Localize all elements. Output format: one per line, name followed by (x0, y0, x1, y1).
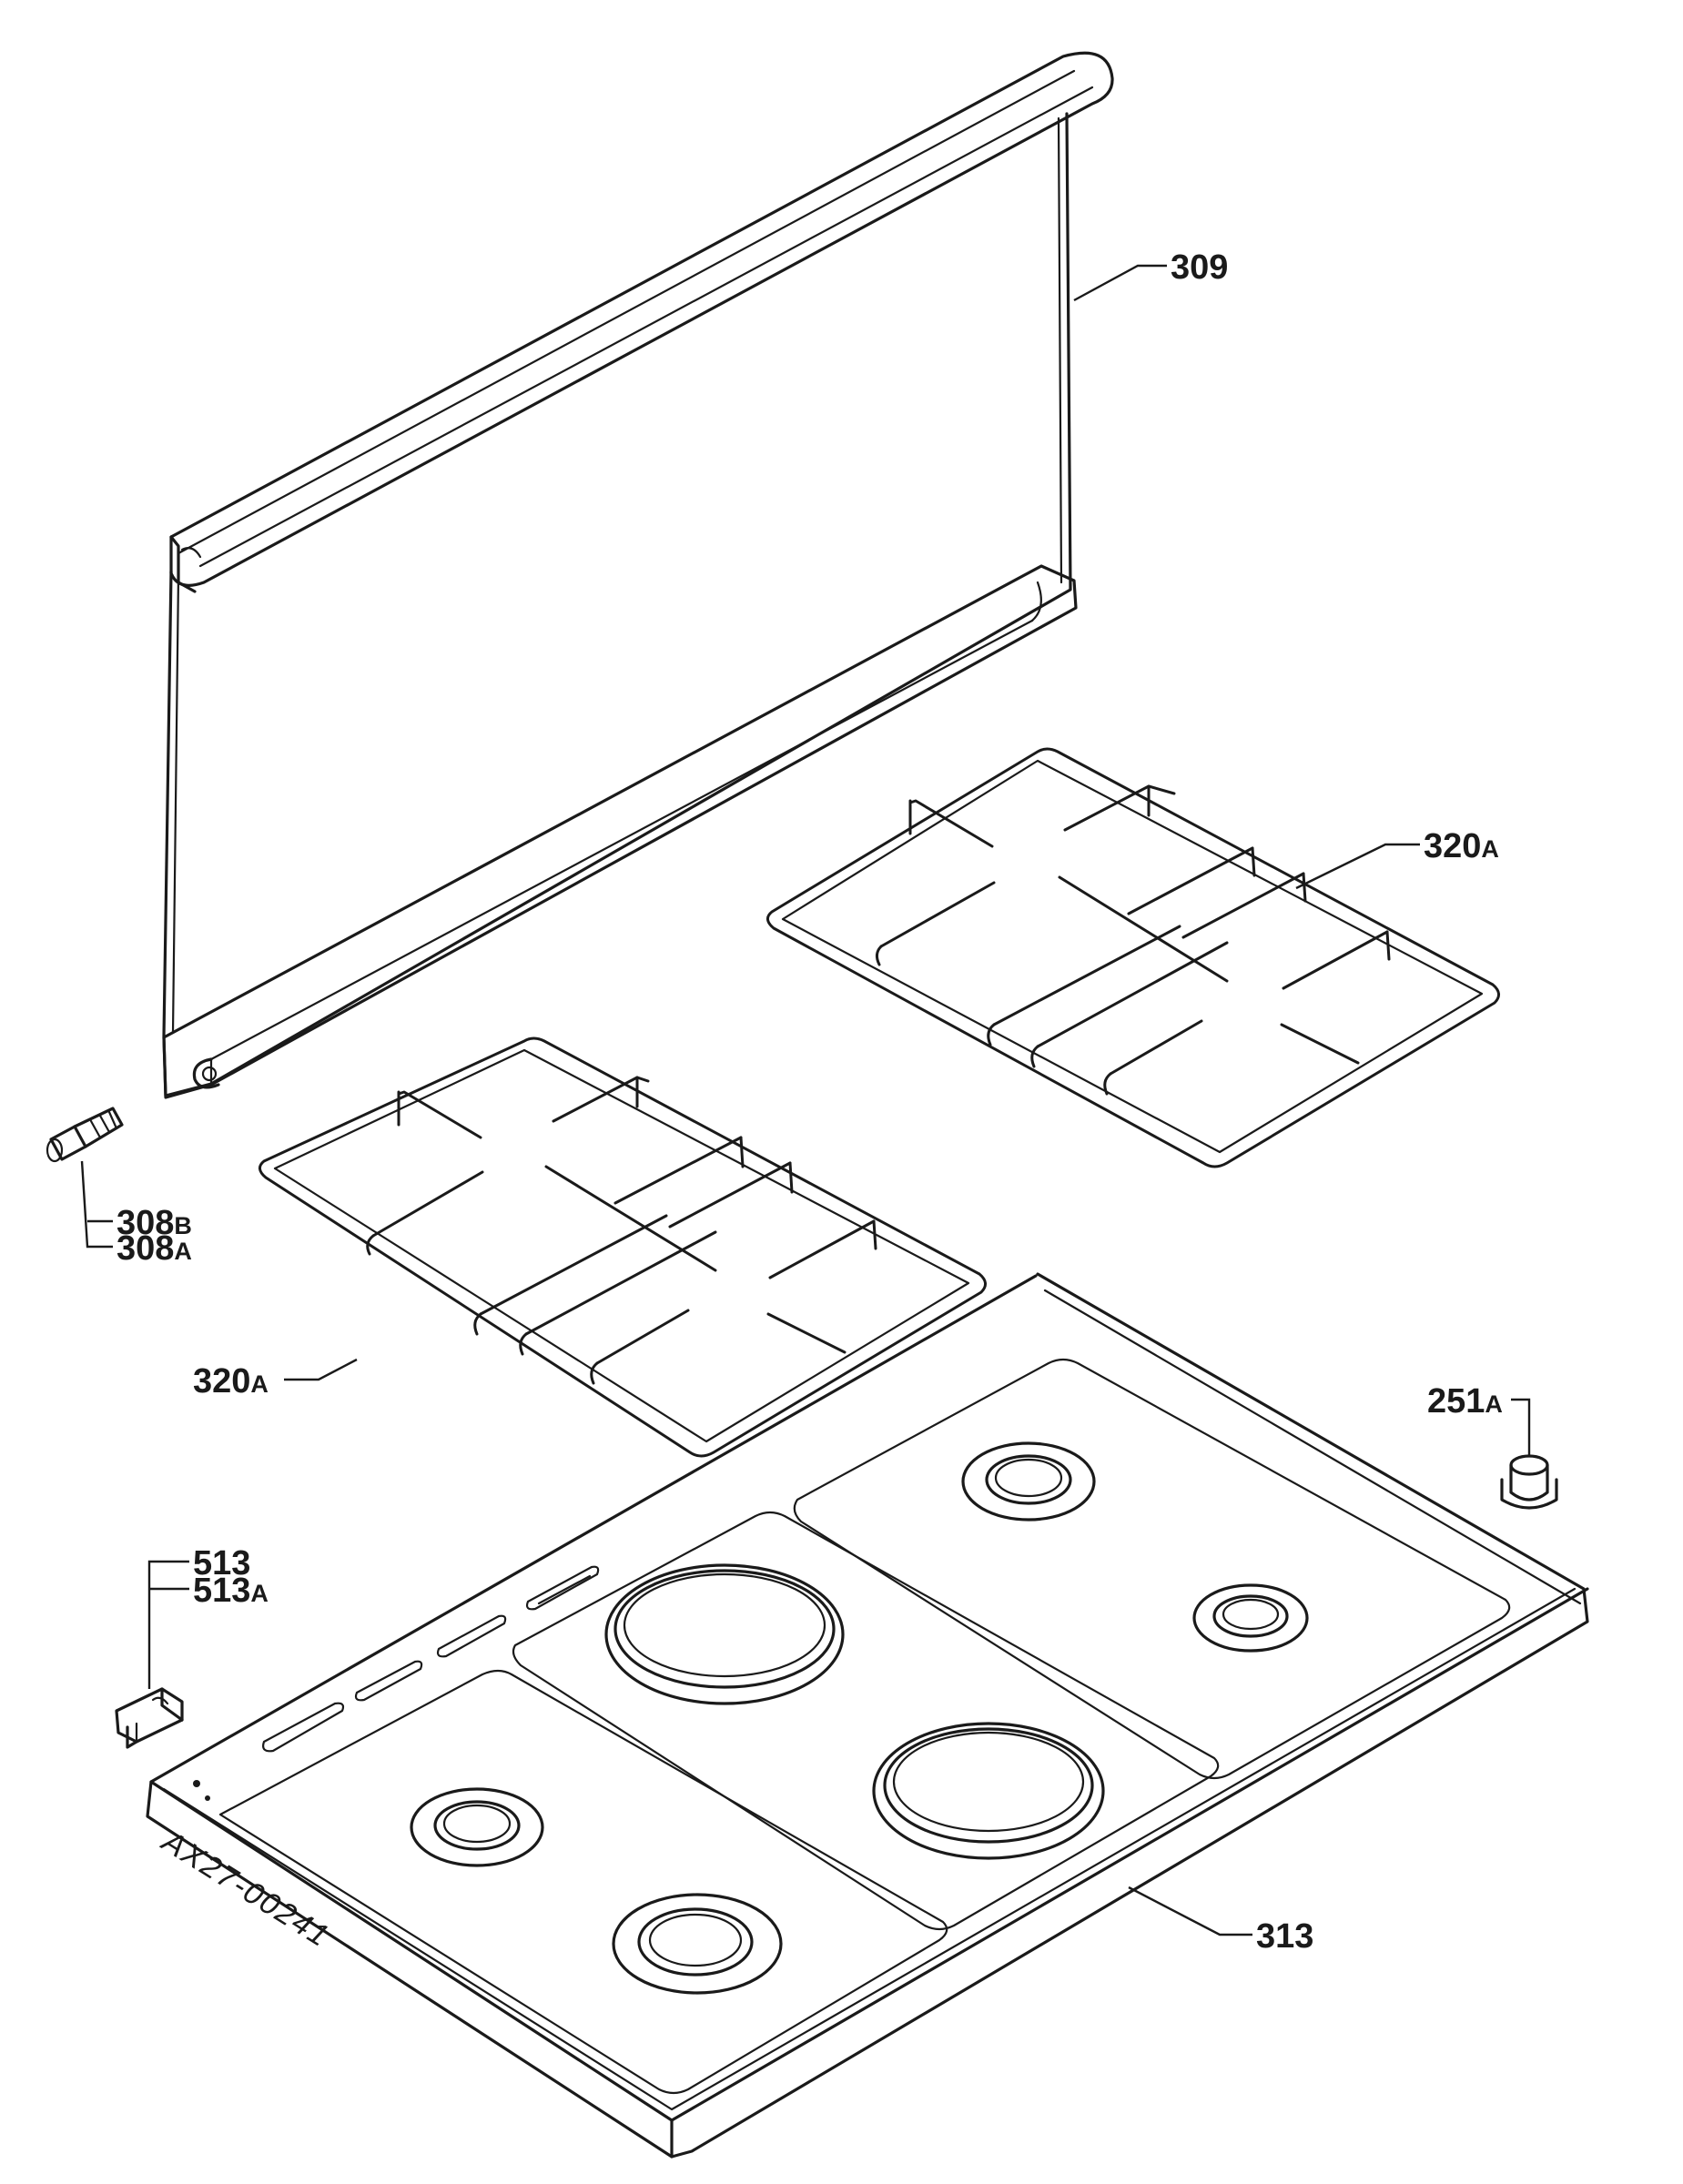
label-320a-right: 320A (1424, 827, 1499, 865)
label-313: 313 (1256, 1917, 1313, 1956)
label-513: 513 (193, 1544, 250, 1582)
label-513a: 513A (193, 1572, 269, 1610)
hob-313 (146, 1272, 1589, 2159)
label-309: 309 (1171, 248, 1228, 287)
leader-lines (80, 264, 1531, 1936)
pan-support-right-320a (766, 747, 1500, 1168)
pan-support-left-320a (259, 1036, 987, 1458)
label-320a-left: 320A (193, 1362, 269, 1400)
knob-251a (1500, 1454, 1558, 1510)
clip-513 (115, 1687, 184, 1749)
label-308a: 308A (117, 1229, 192, 1268)
glass-lid-309 (162, 51, 1114, 1099)
hinge-pin-308 (46, 1107, 124, 1163)
label-308b: 308B (117, 1204, 192, 1242)
part-labels: 309 320A 308B 308A 320A 251A 513 513A 31… (117, 248, 1503, 1956)
label-251a: 251A (1427, 1382, 1503, 1421)
